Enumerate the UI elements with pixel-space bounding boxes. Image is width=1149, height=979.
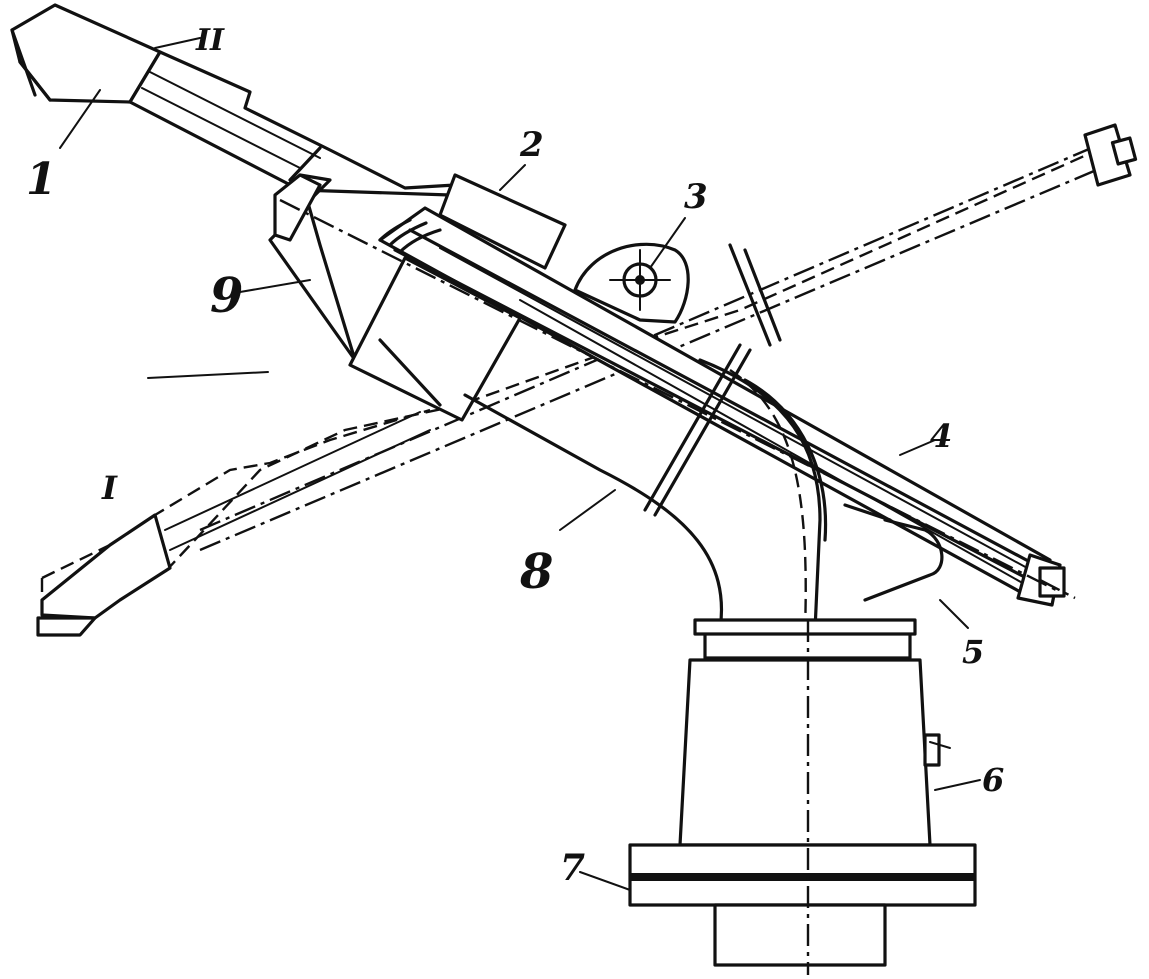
label-part-2: 2 (520, 125, 544, 165)
label-part-6: 6 (982, 761, 1005, 799)
label-part-4: 4 (930, 417, 953, 455)
clamp-block-9 (268, 173, 357, 362)
label-part-5: 5 (962, 633, 985, 671)
label-part-1: 1 (26, 154, 57, 205)
barrel-upper-ii (128, 50, 457, 197)
arm-position-i (36, 123, 1138, 637)
nozzle-position-i (40, 513, 172, 620)
label-part-8: 8 (520, 544, 554, 600)
flange-7 (628, 843, 977, 967)
handle-5 (843, 503, 944, 602)
label-position-ii: II (196, 23, 225, 58)
elbow-8 (463, 243, 828, 632)
pivot-3 (573, 242, 690, 324)
arm-position-ii (10, 3, 457, 197)
label-part-9: 9 (210, 268, 244, 324)
leader-lines (59, 37, 981, 891)
label-part-7: 7 (560, 847, 586, 889)
base-6 (678, 618, 951, 847)
label-position-i: I (102, 469, 117, 507)
label-part-3: 3 (684, 177, 708, 217)
barrel-centerline (279, 198, 1061, 594)
